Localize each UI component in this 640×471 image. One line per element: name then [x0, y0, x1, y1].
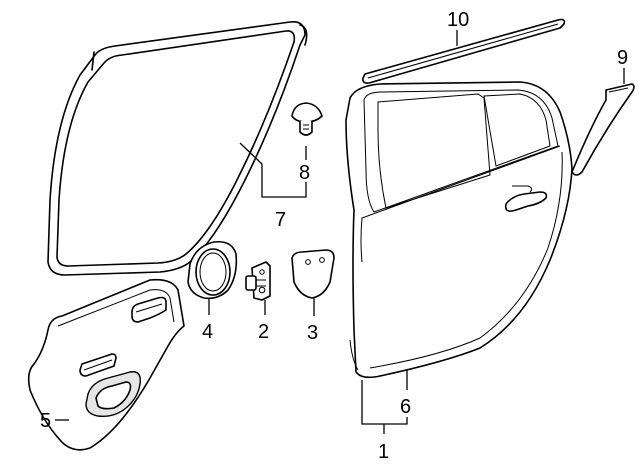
pillar-applique: [571, 83, 635, 176]
callout-2: 2: [258, 321, 269, 343]
leader-1: [361, 380, 408, 434]
callout-7: 7: [275, 209, 286, 231]
clip-part: [291, 102, 323, 136]
cover-pad: [291, 249, 335, 299]
callout-4: 4: [202, 321, 213, 343]
leader-7: [239, 142, 307, 198]
callout-10: 10: [447, 9, 469, 31]
callout-3: 3: [307, 322, 318, 344]
callout-1: 1: [378, 441, 389, 463]
callout-6: 6: [400, 396, 411, 418]
weatherstrip-seal: [47, 20, 308, 276]
door-latch: [245, 261, 271, 301]
callout-8: 8: [299, 162, 310, 184]
door-shell: [345, 81, 573, 379]
speaker-ring: [187, 240, 238, 300]
trim-panel: [27, 278, 185, 451]
callout-5: 5: [40, 410, 51, 432]
belt-molding-strip: [362, 18, 566, 84]
leader-lines: [55, 30, 625, 434]
callout-9: 9: [617, 47, 628, 69]
